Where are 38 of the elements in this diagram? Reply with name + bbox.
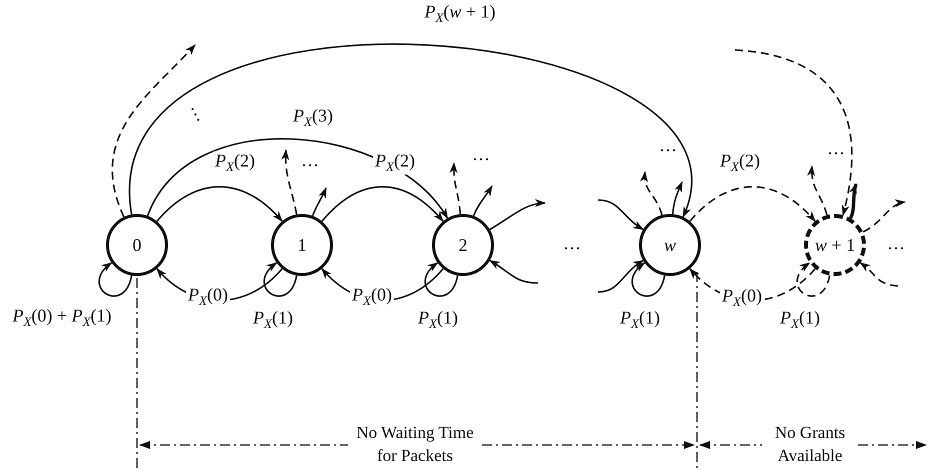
arrow	[472, 185, 493, 216]
arrow	[672, 181, 683, 214]
arrow	[631, 262, 666, 297]
arrow	[796, 262, 830, 297]
arrow	[689, 186, 816, 222]
ellipsis: …	[886, 234, 906, 252]
state-circle: 1	[271, 214, 333, 276]
arrow	[156, 186, 283, 222]
ellipsis: …	[300, 151, 320, 169]
ellipsis: …	[827, 139, 845, 157]
arrow	[598, 260, 644, 293]
ellipsis: …	[472, 145, 490, 163]
state-circle: w	[639, 214, 701, 276]
arrow	[848, 183, 858, 219]
state-circle: w + 1	[804, 214, 866, 276]
state-circle: 2	[432, 214, 494, 276]
arrow	[640, 171, 663, 216]
arrow	[450, 162, 462, 214]
state-circle: 0	[106, 214, 168, 276]
arrow	[598, 199, 644, 230]
arrow	[734, 49, 852, 216]
arrow	[860, 262, 898, 287]
edge-label: P$_{X}$(2)	[373, 152, 417, 174]
arrow	[424, 262, 458, 297]
ellipsis: …	[186, 98, 214, 127]
arrow	[282, 149, 298, 215]
arrow	[489, 200, 546, 230]
ellipsis: …	[659, 136, 677, 154]
arrow	[489, 260, 538, 284]
arrow	[112, 44, 196, 218]
arrow	[808, 165, 828, 216]
arrow	[312, 187, 327, 216]
arrow	[263, 262, 298, 297]
arrow	[321, 186, 444, 222]
arrow	[146, 138, 448, 219]
arrow	[98, 262, 132, 297]
arrow	[862, 200, 906, 233]
ellipsis: …	[562, 234, 582, 252]
